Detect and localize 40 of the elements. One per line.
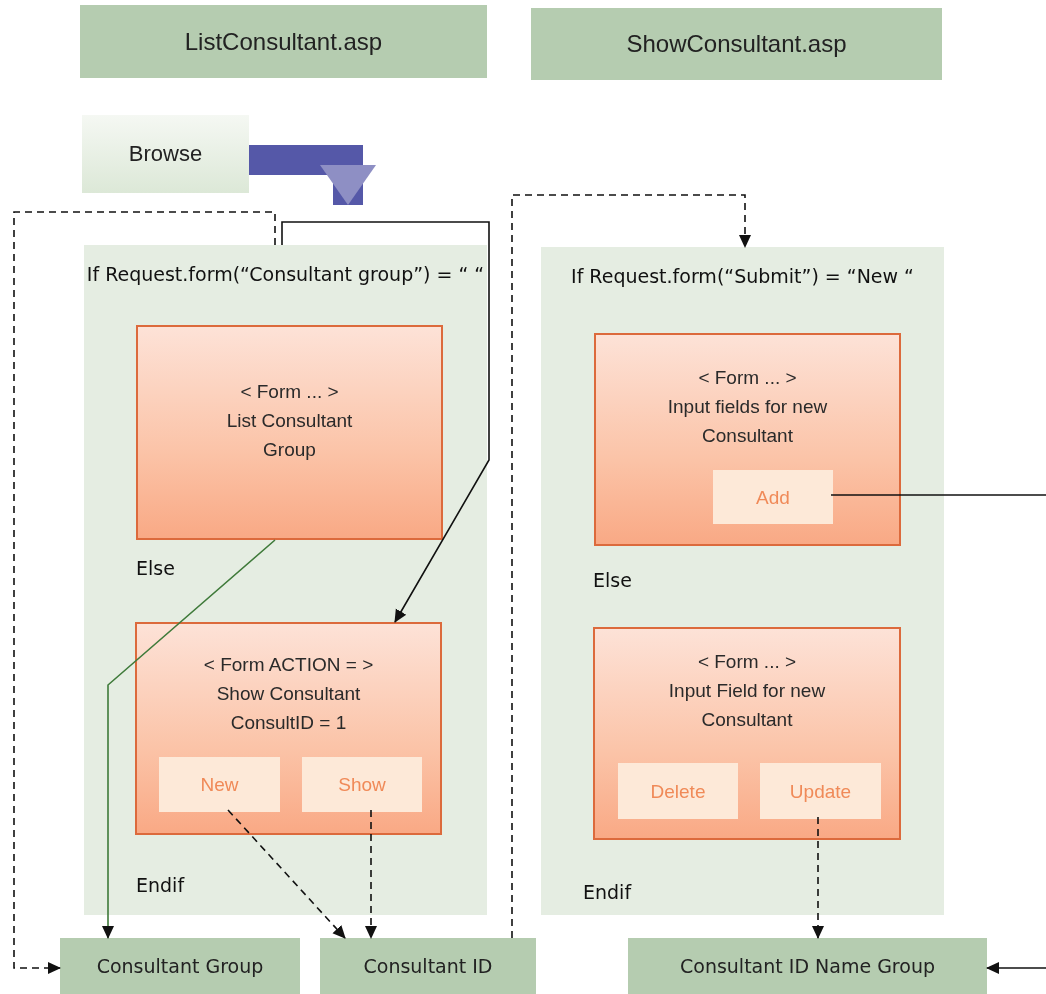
target-box: Consultant ID [320, 938, 536, 994]
page-header: ListConsultant.asp [80, 5, 487, 78]
thick-arrow [249, 145, 376, 205]
form-text: Input Field for new Consultant [667, 679, 827, 732]
form-text: Input fields for new Consultant [666, 395, 829, 448]
connector-arrow [102, 539, 276, 939]
condition-panel [84, 245, 487, 915]
condition-panel [541, 247, 944, 915]
branch-keyword: Endif [583, 880, 632, 905]
connector-arrow [812, 816, 824, 939]
form-button: Delete [618, 763, 738, 819]
form-text: < Form ... > [697, 650, 797, 674]
target-box: Consultant Group [60, 938, 300, 994]
form-button: Show [302, 757, 422, 812]
form-box [593, 627, 901, 840]
form-text: < Form ACTION = > [203, 653, 374, 677]
browse-label: Browse [82, 115, 249, 193]
page-header: ShowConsultant.asp [531, 8, 942, 80]
connector-arrow [986, 962, 1046, 974]
branch-keyword: Else [136, 556, 175, 581]
form-text: List Consultant Group [225, 409, 354, 462]
form-button: New [159, 757, 280, 812]
connector-arrow [365, 809, 377, 939]
connector-arrow [227, 809, 346, 939]
form-box [135, 622, 442, 835]
form-text: Show Consultant ConsultID = 1 [215, 682, 362, 735]
branch-keyword: Endif [136, 873, 185, 898]
form-text: < Form ... > [240, 380, 339, 404]
form-button: Add [713, 470, 833, 524]
branch-keyword: Else [593, 568, 632, 593]
connector-arrow [281, 221, 490, 623]
connector-arrow [511, 194, 751, 939]
form-button: Update [760, 763, 881, 819]
condition-text: If Request.form(“Consultant group”) = “ “ [85, 262, 486, 287]
form-box [136, 325, 443, 540]
form-text: < Form ... > [698, 366, 797, 390]
target-box: Consultant ID Name Group [628, 938, 987, 994]
connector-arrow [13, 211, 276, 974]
form-box [594, 333, 901, 546]
condition-text: If Request.form(“Submit”) = “New “ [570, 264, 915, 289]
